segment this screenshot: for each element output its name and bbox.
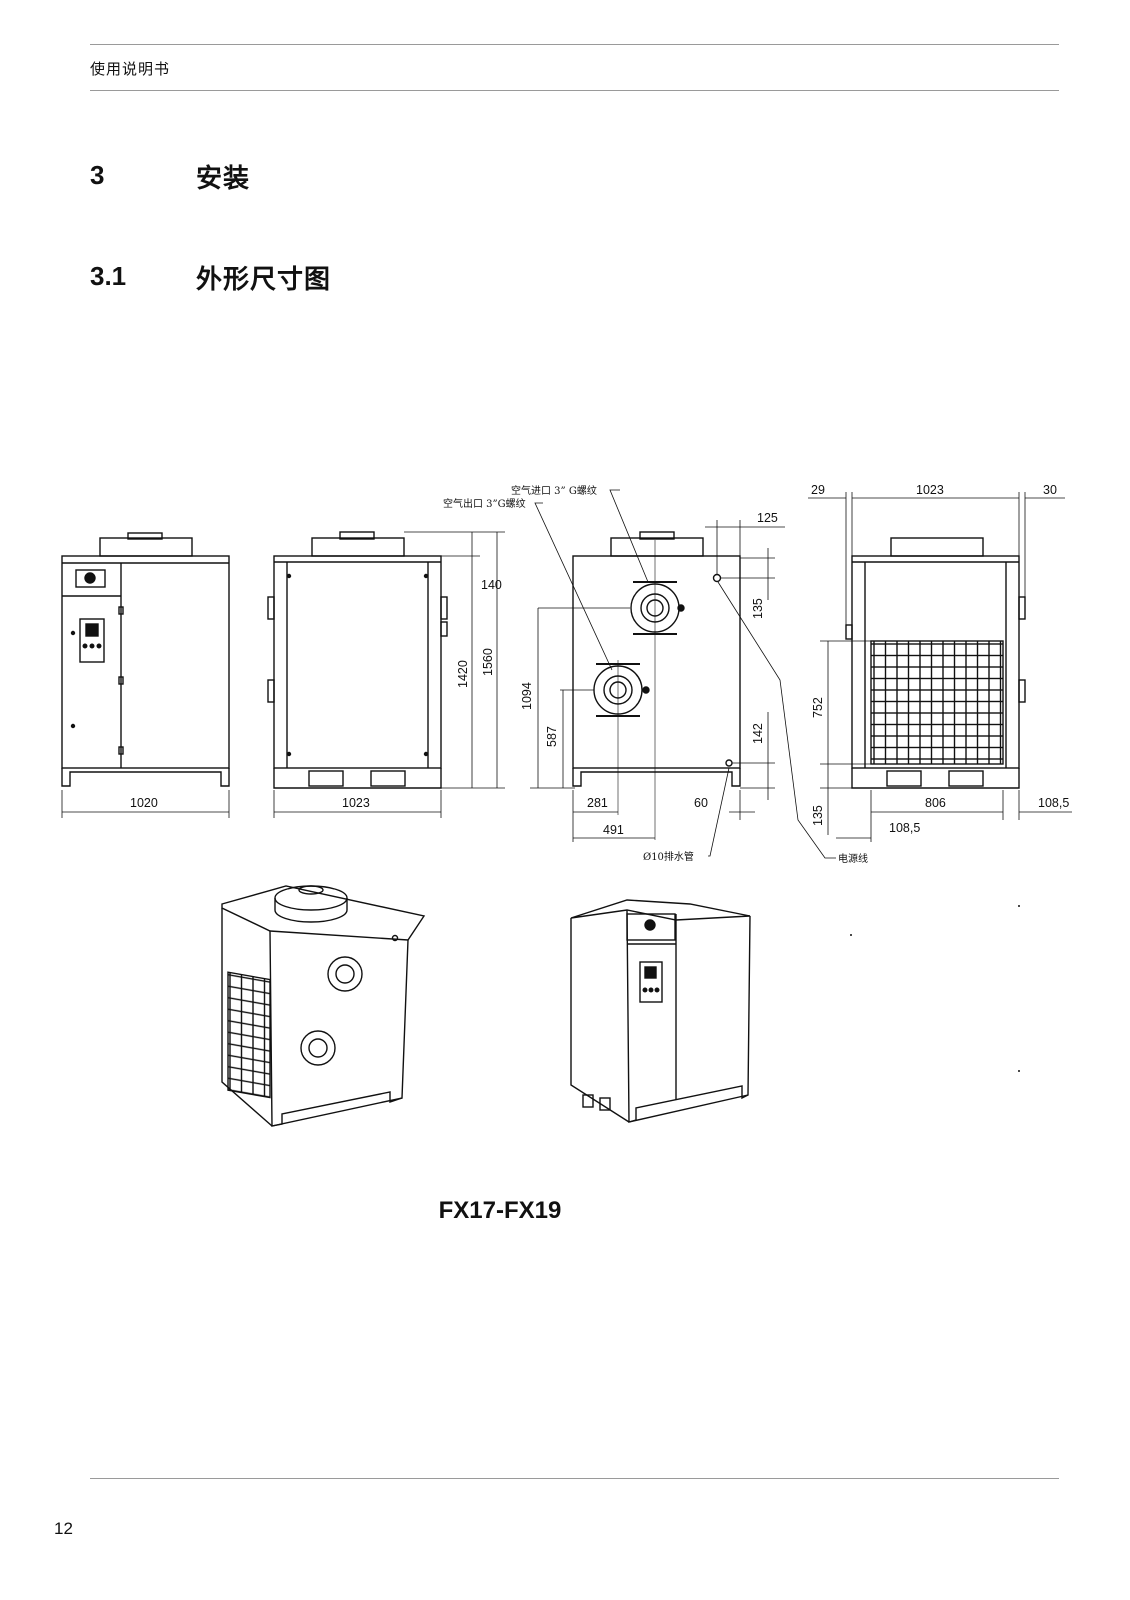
header-top-rule: [90, 44, 1059, 45]
dim-view3-inlet-x: 281: [587, 796, 608, 810]
isometric-back-view: [221, 885, 426, 1127]
dim-view4-width: 1023: [916, 483, 944, 497]
dim-view2-body-height: 1420: [456, 660, 470, 688]
dim-view4-grille-width: 806: [925, 796, 946, 810]
dim-view1-width: 1020: [130, 796, 158, 810]
dim-view3-power-height: 135: [751, 598, 765, 619]
callout-air-outlet: 空气出口 3”G螺纹: [443, 497, 526, 510]
section-number: 3: [90, 160, 105, 190]
back-view: [530, 489, 836, 859]
dim-view4-right-gap: 30: [1043, 483, 1057, 497]
dim-view4-bottom-height: 135: [811, 805, 825, 826]
header-bottom-rule: [90, 90, 1059, 91]
dim-view4-right-margin: 108,5: [1038, 796, 1069, 810]
front-view: [61, 532, 230, 787]
header-title: 使用说明书: [90, 60, 171, 78]
callout-drain: Ø10排水管: [643, 850, 694, 863]
subsection-number: 3.1: [90, 261, 127, 291]
dim-view2-width: 1023: [342, 796, 370, 810]
dimension-drawing: 1020 1023 140 1420 1560 125 135 1094 587…: [61, 483, 1072, 1127]
model-caption: FX17-FX19: [438, 1197, 562, 1224]
page-number: 12: [54, 1519, 73, 1538]
dim-view4-left-gap: 29: [811, 483, 825, 497]
dim-view3-top-offset: 125: [757, 511, 778, 525]
isometric-front-view: [570, 899, 751, 1123]
dim-view3-drain-height: 142: [751, 723, 765, 744]
section-title: 安装: [196, 164, 251, 194]
callout-air-inlet: 空气进口 3” G螺纹: [511, 484, 597, 497]
rear-view: [808, 492, 1072, 842]
footer-rule: [90, 1478, 1059, 1479]
dim-view3-drain-x: 60: [694, 796, 708, 810]
dim-view4-left-margin: 108,5: [889, 821, 920, 835]
dim-view4-grille-height: 752: [811, 697, 825, 718]
side-view: [267, 531, 505, 789]
dim-view2-total-height: 1560: [481, 648, 495, 676]
callout-power-cable: 电源线: [838, 852, 868, 865]
dim-view3-outlet-height: 1094: [520, 682, 534, 710]
subsection-title: 外形尺寸图: [196, 265, 332, 295]
dim-view2-top: 140: [481, 578, 502, 592]
dim-view3-inlet-height: 587: [545, 726, 559, 747]
dim-view3-outlet-x: 491: [603, 823, 624, 837]
